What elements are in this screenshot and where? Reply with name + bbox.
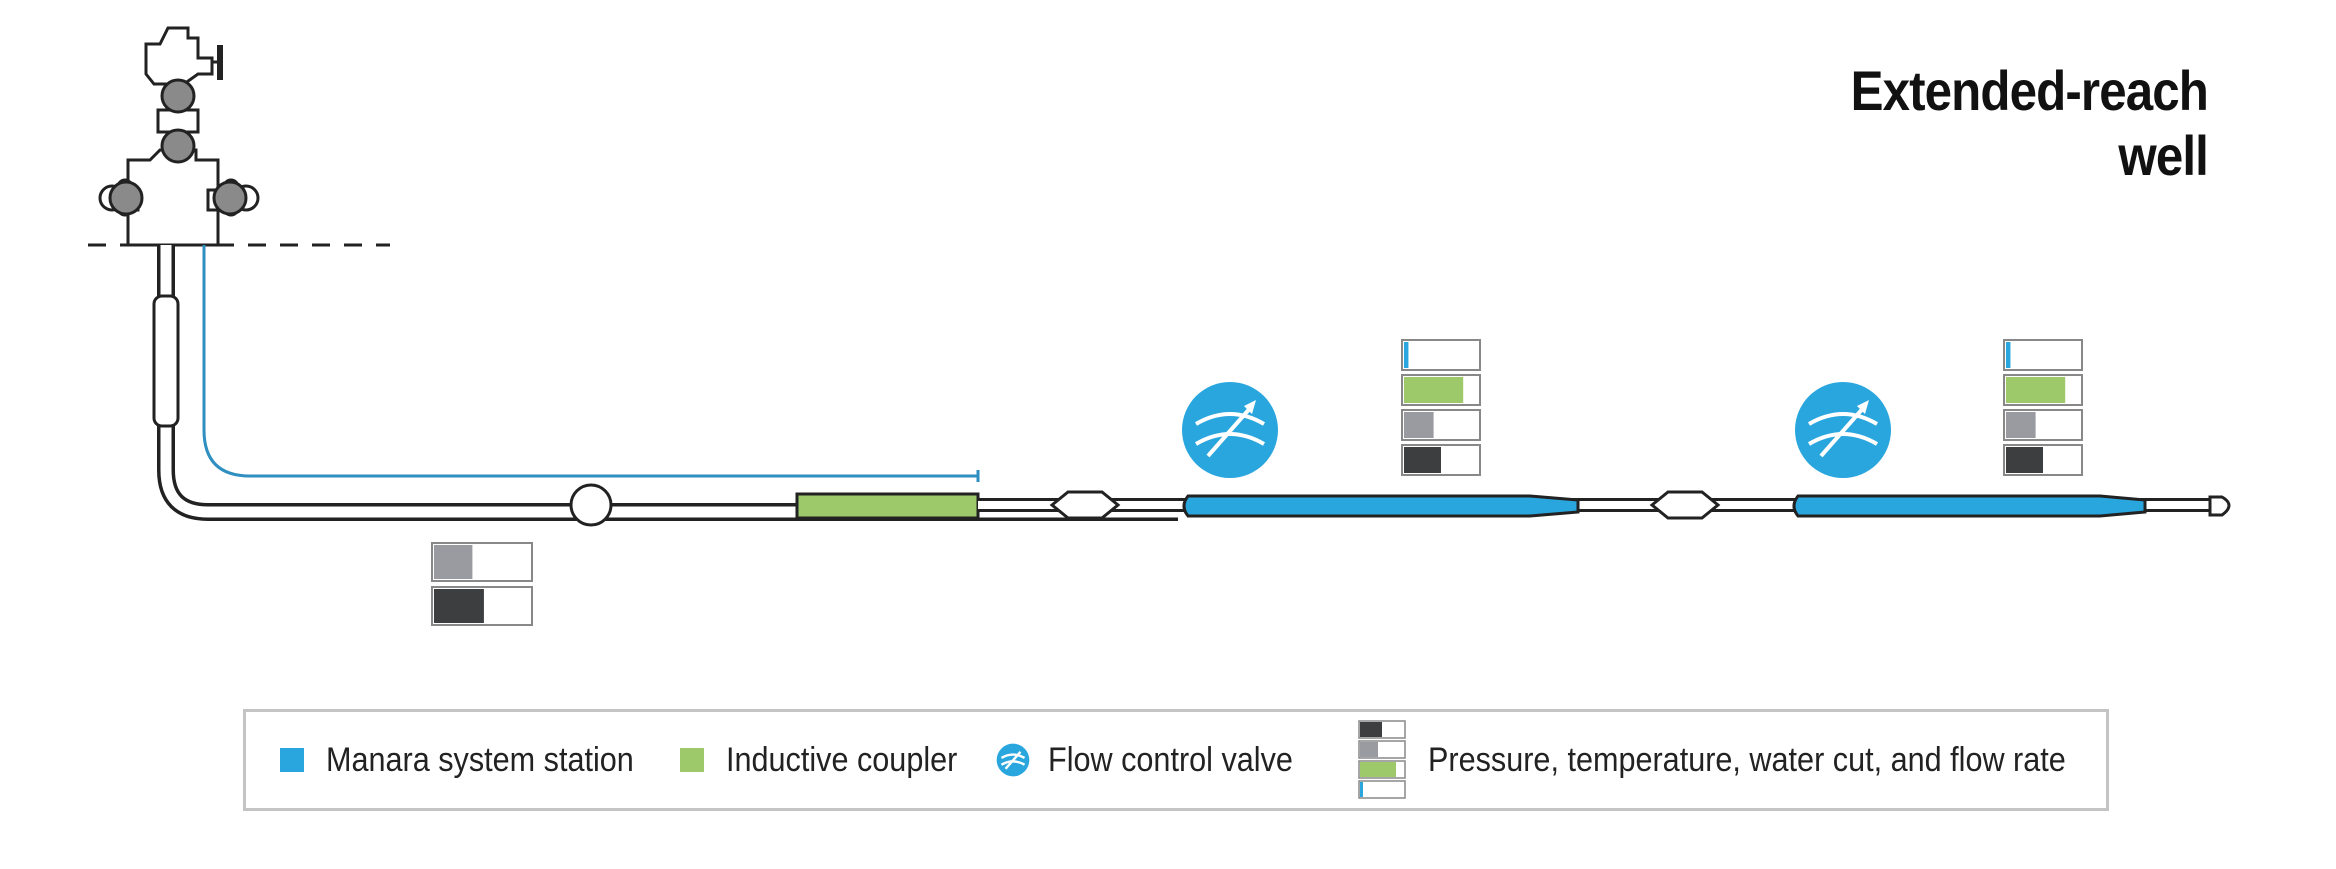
safety-valve: [569, 483, 613, 527]
packer-1: [1049, 490, 1121, 520]
gauge-fill-pressure: [2006, 447, 2043, 473]
casing-outer: [157, 245, 1178, 521]
packer-upper: [152, 294, 180, 428]
wing-valve-left: [108, 180, 144, 216]
inductive-coupler: [795, 492, 980, 520]
gauge-fill-temperature: [1404, 412, 1434, 438]
manara-station-2: [1792, 494, 2147, 518]
control-line: [202, 245, 980, 482]
master-valve-upper: [160, 78, 196, 114]
legend-label: Flow control valve: [1048, 740, 1293, 779]
gauge-fill-pressure: [1404, 447, 1441, 473]
toe-end-cap: [2208, 495, 2231, 517]
legend-label: Inductive coupler: [726, 740, 958, 779]
legend: Manara system station Inductive coupler …: [243, 709, 2109, 811]
packer-2: [1649, 490, 1721, 520]
legend-label: Pressure, temperature, water cut, and fl…: [1428, 740, 2066, 779]
gauge-fill-flow-rate: [2006, 342, 2011, 368]
wellhead-valves: [108, 78, 248, 216]
wing-valve-right: [212, 180, 248, 216]
flow-control-valve-icon: [1795, 382, 1891, 478]
flow-control-valve-icon: [1182, 382, 1278, 478]
gauge-stack-upper: [431, 542, 533, 626]
flow-control-valve-icon: [996, 743, 1030, 777]
gauge-fill-pressure: [434, 589, 484, 623]
blue-square-icon: [280, 748, 304, 772]
gauge-stack-station-2: [2003, 339, 2083, 476]
gauge-fill-flow-rate: [1404, 342, 1409, 368]
casing-inner: [160, 245, 1178, 518]
diagram-title: Extended-reach well: [1850, 59, 2209, 187]
manara-station-1: [1182, 494, 1580, 518]
legend-item-fcv: Flow control valve: [996, 712, 1320, 808]
master-valve-lower: [160, 128, 196, 164]
gauge-fill-temperature: [434, 545, 473, 579]
gauge-fill-water-cut: [1404, 377, 1464, 403]
legend-label: Manara system station: [326, 740, 634, 779]
legend-item-manara: Manara system station: [280, 712, 668, 808]
wellhead-cap: [144, 26, 214, 86]
gauge-stack-icon: [1358, 720, 1406, 799]
green-square-icon: [680, 748, 704, 772]
legend-item-coupler: Inductive coupler: [680, 712, 983, 808]
gauge-fill-temperature: [2006, 412, 2036, 438]
gauge-stack-station-1: [1401, 339, 1481, 476]
gauge-fill-water-cut: [2006, 377, 2066, 403]
legend-item-gauges: Pressure, temperature, water cut, and fl…: [1358, 712, 2137, 808]
